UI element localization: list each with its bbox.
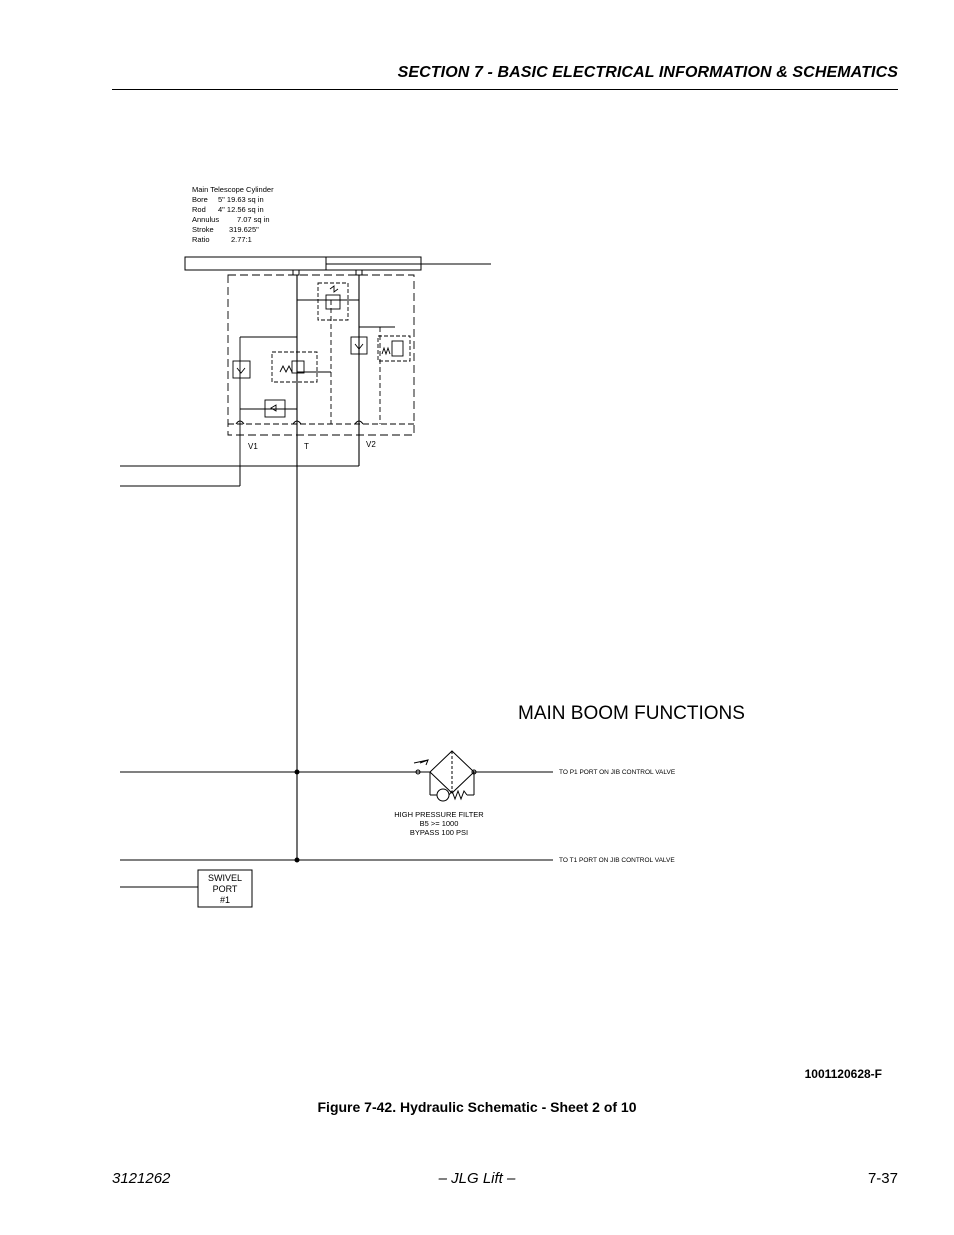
footer-manual-number: 3121262	[112, 1170, 171, 1187]
spec-label-rod: Rod	[192, 205, 206, 214]
spec-value-bore: 5" 19.63 sq in	[218, 195, 264, 204]
filter-label-line3: BYPASS 100 PSI	[410, 828, 468, 837]
cylinder-spec-title: Main Telescope Cylinder	[192, 185, 274, 194]
valve-block-outline	[227, 274, 415, 436]
spec-value-ratio: 2.77:1	[231, 235, 252, 244]
tank-return-line	[120, 857, 553, 863]
figure-caption: Figure 7-42. Hydraulic Schematic - Sheet…	[317, 1099, 637, 1115]
to-t1-port-label: TO T1 PORT ON JIB CONTROL VALVE	[559, 857, 675, 864]
pressure-line	[120, 769, 553, 775]
spec-value-stroke: 319.625"	[229, 225, 259, 234]
swivel-port-line3: #1	[220, 895, 230, 905]
filter-label-line1: HIGH PRESSURE FILTER	[394, 810, 484, 819]
telescope-cylinder	[184, 256, 491, 276]
swivel-port-line2: PORT	[213, 884, 238, 894]
port-label-t: T	[304, 442, 309, 451]
spec-value-annulus: 7.07 sq in	[237, 215, 270, 224]
high-pressure-filter	[413, 750, 475, 802]
filter-label-line2: B5 >= 1000	[420, 819, 459, 828]
supply-lines	[120, 465, 359, 860]
swivel-port-line1: SWIVEL	[208, 873, 242, 883]
to-p1-port-label: TO P1 PORT ON JIB CONTROL VALVE	[559, 769, 676, 776]
main-boom-functions-label: MAIN BOOM FUNCTIONS	[518, 703, 745, 724]
holding-valve-block	[227, 274, 415, 466]
spec-label-stroke: Stroke	[192, 225, 214, 234]
spec-label-annulus: Annulus	[192, 215, 219, 224]
header-rule	[112, 89, 898, 90]
cylinder-spec-block: Main Telescope Cylinder Bore 5" 19.63 sq…	[192, 185, 274, 244]
spec-label-bore: Bore	[192, 195, 208, 204]
port-label-v2: V2	[366, 440, 376, 449]
drawing-number: 1001120628-F	[804, 1067, 882, 1081]
port-label-v1: V1	[248, 442, 258, 451]
footer-brand: – JLG Lift –	[438, 1170, 516, 1187]
spec-label-ratio: Ratio	[192, 235, 210, 244]
footer-page-number: 7-37	[867, 1170, 898, 1187]
spec-value-rod: 4" 12.56 sq in	[218, 205, 264, 214]
swivel-port-box	[120, 869, 253, 908]
section-title: SECTION 7 - BASIC ELECTRICAL INFORMATION…	[397, 64, 898, 81]
